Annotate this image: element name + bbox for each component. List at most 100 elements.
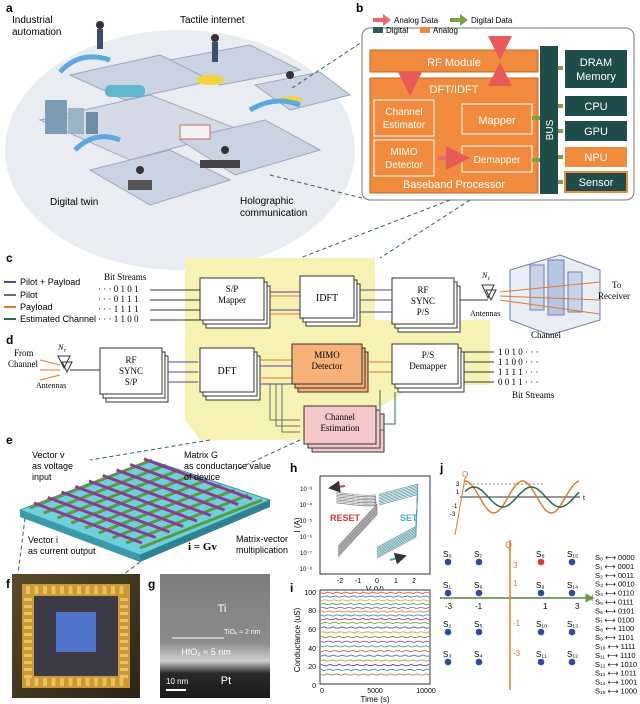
idft-label: IDFT [316, 293, 338, 304]
detector-label: Detector [385, 160, 423, 171]
panel-b: b Analog Data Digital Data Digital Analo… [356, 1, 635, 201]
chip-die [56, 612, 96, 652]
x-tick: 2 [412, 578, 416, 585]
connector-line [17, 517, 26, 575]
legend-digital-swatch [373, 27, 383, 33]
qam-point [475, 628, 483, 636]
npu-label: NPU [584, 152, 607, 164]
qam-point [475, 558, 483, 566]
bit-row: 1 1 0 0 · · · [498, 357, 539, 367]
symbol-mapping-row: S₁₀ ⟷ 1111 [595, 642, 636, 651]
incoming-ray [39, 374, 61, 381]
qam-point [444, 658, 452, 666]
q-tick: -3 [513, 649, 521, 658]
conductance-trace [320, 614, 430, 617]
label-industrial: Industrial [12, 15, 53, 26]
conductance-lines [320, 591, 430, 676]
dram-label: DRAM [580, 57, 612, 69]
panel-h: h 10⁻³ 10⁻⁴ 10⁻⁵ 10⁻⁶ 10⁻⁷ 10⁻⁸ -2 -1 0 … [290, 461, 431, 594]
dft-idft-label: DFT/IDFT [430, 84, 479, 96]
channel-estimation-block [303, 405, 377, 445]
qam-symbol-label: S₁₃ [567, 620, 578, 629]
q-axis-label: Q [505, 540, 512, 550]
symbol-mapping-row: S₁₂ ⟷ 1010 [595, 660, 637, 669]
top-electrode [74, 485, 184, 528]
qam-symbol-label: S₅ [474, 620, 483, 629]
memory-label: Memory [576, 71, 616, 83]
connector-line [269, 174, 363, 199]
rf-sync-ps-block [391, 277, 455, 325]
chip-pin [120, 647, 128, 650]
top-electrode [47, 496, 157, 539]
i-tick: -1 [475, 602, 483, 611]
voltage-label: as voltage [32, 461, 73, 471]
desk-icon [128, 180, 152, 190]
chip-pin [24, 675, 32, 678]
qam-point [444, 589, 452, 597]
connector-line [234, 439, 301, 471]
chip-pin [111, 586, 115, 594]
y-tick: 60 [308, 627, 316, 634]
dram-block [565, 50, 627, 88]
panel-j: j Q t 3 1 -1 -3 Q I -3 -1 1 3 3 1 -1 -3 … [439, 461, 637, 696]
chip-pin [26, 586, 30, 594]
mimo-detector-block [373, 139, 435, 177]
conductance-trace [320, 595, 430, 598]
qam-symbol-label: S₁₀ [536, 620, 547, 629]
channel-estimator-label: Channel [385, 107, 422, 118]
mimo-label: MIMO [314, 350, 340, 360]
chip-pin [111, 678, 115, 686]
receiver-label: Receiver [598, 291, 630, 301]
pilot-line [269, 384, 300, 421]
from-label: From [14, 348, 34, 358]
panel-c: c Pilot + Payload Pilot Payload Estimate… [4, 251, 630, 340]
nr-sub: r [64, 348, 67, 354]
chip-pin [102, 678, 107, 686]
panel-f: f [6, 574, 140, 698]
legend-digital: Digital [386, 26, 408, 35]
bit-row: 0 0 1 1 · · · [498, 377, 539, 387]
q-tick: 3 [513, 561, 518, 570]
top-electrode [102, 474, 212, 517]
qam-symbol-label: S₆ [474, 581, 483, 590]
qam-point [444, 628, 452, 636]
i-axis-label: I [591, 593, 594, 603]
panel-i: i 100 80 60 40 20 0 0 5000 10000 Time (s… [290, 581, 436, 704]
chip-pin [120, 675, 128, 678]
qam-point [444, 558, 452, 566]
bus-label: BUS [545, 119, 556, 140]
crossbar-array [29, 457, 263, 550]
qam-point [537, 658, 545, 666]
x-tick: 10000 [416, 688, 436, 695]
chip-pin [77, 586, 81, 594]
iv-plot-frame [319, 475, 431, 575]
panel-letter-d: d [6, 333, 13, 347]
x-tick: 5000 [367, 688, 383, 695]
channel-label: Channel [531, 330, 561, 340]
chip-pin [102, 586, 107, 594]
chip-pin [24, 668, 32, 671]
chip-pin [24, 598, 32, 601]
tactile-person-icon [211, 34, 219, 42]
panel-e: e Vector v as voltage input Matrix G as … [6, 433, 288, 562]
bit-row: · · · 1 1 0 0 [98, 314, 139, 324]
chip-pin [120, 668, 128, 671]
connector-line [299, 199, 451, 259]
sp-label: S/P [226, 284, 239, 294]
bit-row: 1 0 1 0 · · · [498, 347, 539, 357]
mvm-label: Matrix-vector [236, 534, 288, 544]
top-electrode [143, 457, 253, 501]
conductance-trace [320, 645, 430, 648]
chip-pin [120, 654, 128, 657]
qam-symbol-label: S₉ [536, 581, 545, 590]
conductance-trace [320, 591, 430, 594]
chip-pin [43, 586, 47, 594]
worker-body [97, 29, 103, 49]
chip-pin [119, 586, 124, 594]
operator-icon [136, 166, 144, 174]
equation-label: i = Gv [188, 541, 217, 553]
i-tick: -3 [445, 602, 453, 611]
channel-estimator-label2: Estimator [383, 120, 426, 131]
ps-label: P/S [417, 307, 430, 317]
